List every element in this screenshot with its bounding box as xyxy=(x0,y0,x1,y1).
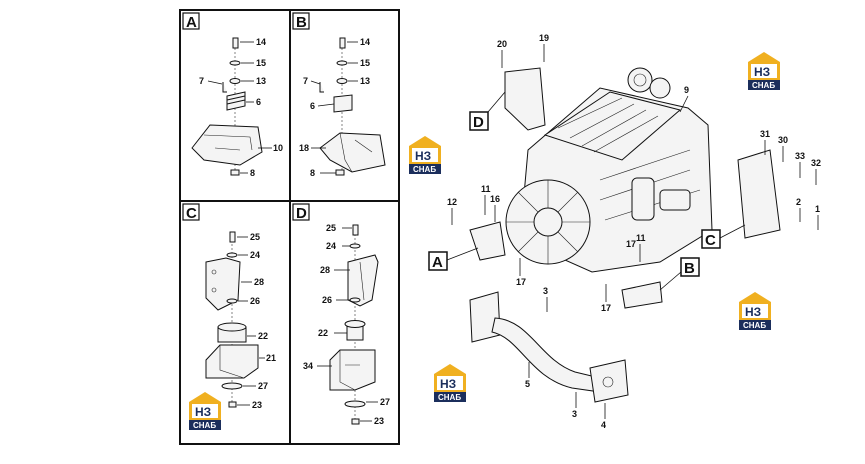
callout-30: 30 xyxy=(778,135,788,145)
logo-mark: НЗ xyxy=(415,149,431,163)
main-callouts: 20 19 9 31 30 33 32 12 11 16 2 1 17 11 1… xyxy=(447,33,821,430)
callout-a-15: 15 xyxy=(256,58,266,68)
callout-a-6: 6 xyxy=(256,97,261,107)
callout-11b: 11 xyxy=(636,233,646,243)
callout-32: 32 xyxy=(811,158,821,168)
callout-5: 5 xyxy=(525,379,530,389)
callout-b-13: 13 xyxy=(360,76,370,86)
callout-4: 4 xyxy=(601,420,606,430)
logo-right-top: НЗ СНАБ xyxy=(748,52,780,90)
logo-mark: НЗ xyxy=(440,377,456,391)
logo-mark: НЗ xyxy=(745,305,761,319)
logo-caption: СНАБ xyxy=(193,421,216,430)
callout-d-27: 27 xyxy=(380,397,390,407)
callout-17b: 17 xyxy=(626,239,636,249)
callout-d-26: 26 xyxy=(322,295,332,305)
callout-a-7: 7 xyxy=(199,76,204,86)
logo-bottom-center: НЗ СНАБ xyxy=(434,364,466,402)
callout-17a: 17 xyxy=(516,277,526,287)
marker-a: A xyxy=(432,254,443,271)
callout-3a: 3 xyxy=(543,286,548,296)
detail-view-b: B 14 15 7 13 6 18 8 xyxy=(292,12,386,178)
callout-c-21: 21 xyxy=(266,353,276,363)
callout-a-8: 8 xyxy=(250,168,255,178)
callout-b-14: 14 xyxy=(360,37,370,47)
logo-right-bottom: НЗ СНАБ xyxy=(739,292,771,330)
logo-mark: НЗ xyxy=(195,405,211,419)
logo-left-bottom: НЗ СНАБ xyxy=(189,392,221,430)
callout-a-10: 10 xyxy=(273,143,283,153)
callout-20: 20 xyxy=(497,39,507,49)
callout-12: 12 xyxy=(447,197,457,207)
callout-c-24: 24 xyxy=(250,250,260,260)
callout-19: 19 xyxy=(539,33,549,43)
view-letter-b: B xyxy=(296,14,307,31)
callout-33: 33 xyxy=(795,151,805,161)
callout-31: 31 xyxy=(760,129,770,139)
view-letter-c: C xyxy=(186,205,197,222)
callout-c-27: 27 xyxy=(258,381,268,391)
logo-caption: СНАБ xyxy=(413,165,436,174)
callout-a-14: 14 xyxy=(256,37,266,47)
callout-b-8: 8 xyxy=(310,168,315,178)
view-letter-a: A xyxy=(186,14,197,31)
callout-1: 1 xyxy=(815,204,820,214)
view-letter-d: D xyxy=(296,205,307,222)
engine-assembly xyxy=(469,67,781,309)
callout-b-6: 6 xyxy=(310,101,315,111)
logo-mark: НЗ xyxy=(754,65,770,79)
marker-b: B xyxy=(684,260,695,277)
callout-d-24: 24 xyxy=(326,241,336,251)
callout-d-22: 22 xyxy=(318,328,328,338)
detail-frame-grid xyxy=(179,9,400,445)
view-markers: D A B C xyxy=(428,91,746,291)
callout-b-18: 18 xyxy=(299,143,309,153)
callout-c-26: 26 xyxy=(250,296,260,306)
marker-c: C xyxy=(705,232,716,249)
callout-3b: 3 xyxy=(572,409,577,419)
callout-d-28: 28 xyxy=(320,265,330,275)
marker-d: D xyxy=(473,114,484,131)
callout-b-7: 7 xyxy=(303,76,308,86)
callout-d-25: 25 xyxy=(326,223,336,233)
logo-center: НЗ СНАБ xyxy=(409,136,441,174)
callout-2: 2 xyxy=(796,197,801,207)
exhaust-pipe xyxy=(469,291,629,403)
detail-view-c: C 25 24 28 26 22 21 27 23 xyxy=(182,203,276,410)
callout-11a: 11 xyxy=(481,184,491,194)
detail-view-d: D 25 24 28 26 22 34 27 23 xyxy=(292,203,390,426)
callout-17c: 17 xyxy=(601,303,611,313)
callout-c-25: 25 xyxy=(250,232,260,242)
callout-9: 9 xyxy=(684,85,689,95)
callout-c-28: 28 xyxy=(254,277,264,287)
callout-c-23: 23 xyxy=(252,400,262,410)
callout-16: 16 xyxy=(490,194,500,204)
logo-caption: СНАБ xyxy=(438,393,461,402)
logo-caption: СНАБ xyxy=(743,321,766,330)
logo-caption: СНАБ xyxy=(752,81,775,90)
callout-b-15: 15 xyxy=(360,58,370,68)
detail-view-a: A 14 15 7 13 6 10 8 xyxy=(182,12,283,178)
callout-a-13: 13 xyxy=(256,76,266,86)
callout-d-34: 34 xyxy=(303,361,313,371)
callout-d-23: 23 xyxy=(374,416,384,426)
callout-c-22: 22 xyxy=(258,331,268,341)
